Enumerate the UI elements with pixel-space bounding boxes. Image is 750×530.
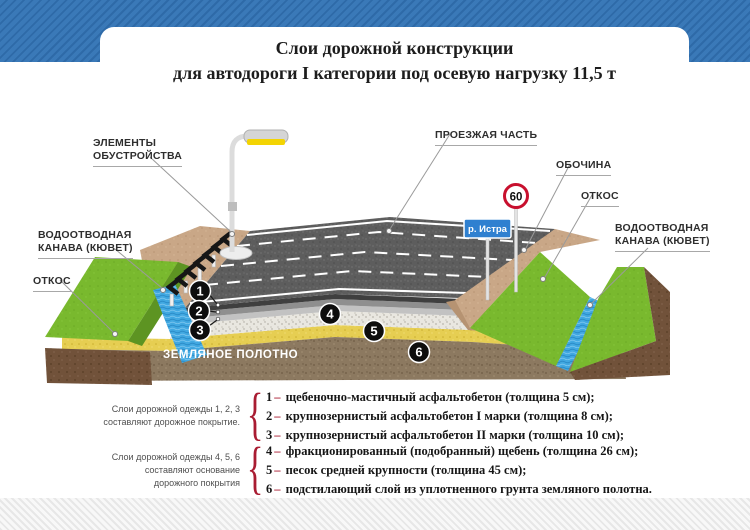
legend-caption-2: Слои дорожной одежды 4, 5, 6 составляют …	[111, 451, 240, 488]
legend-item: 2– крупнозернистый асфальтобетон I марки…	[266, 408, 613, 423]
lane-dashed-line-1	[204, 269, 490, 286]
speed-sign-pole	[514, 206, 518, 293]
badge-4-num: 4	[326, 307, 334, 322]
chevron-barrier	[165, 230, 234, 307]
chevron-marks	[165, 230, 234, 296]
left-soil-front	[45, 348, 152, 385]
speed-sign-face	[503, 183, 529, 209]
right-outer-soil	[570, 267, 670, 380]
label-slope-right: ОТКОС	[581, 177, 631, 207]
legend-item: 3– крупнозернистый асфальтобетон II марк…	[266, 427, 625, 442]
page-title-line2: для автодороги I категории под осевую на…	[173, 63, 616, 83]
leader-lines	[59, 133, 649, 333]
lamp-base	[219, 246, 253, 260]
right-outer-grass-slope	[570, 267, 656, 372]
badge-5	[362, 319, 386, 343]
lane-dashed-line-3	[236, 230, 538, 247]
label-ditch-right: ВОДООТВОДНАЯ КАНАВА (КЮВЕТ)	[615, 209, 729, 252]
marker-connectors	[207, 293, 221, 327]
page-title-line1: Слои дорожной конструкции	[275, 38, 514, 58]
label-slope-left: ОТКОС	[33, 262, 87, 292]
legend-brace-2: {	[246, 435, 264, 500]
layer-asphalt-2	[180, 299, 464, 319]
legend-items-2: 4– фракционированный (подобранный) щебен…	[266, 442, 652, 499]
speed-limit-sign: 60	[503, 183, 529, 293]
river-sign-text: р. Истра	[468, 224, 508, 235]
river-sign-pole	[485, 237, 490, 301]
left-grass-slope	[45, 257, 178, 341]
layer-asphalt-3	[177, 305, 466, 325]
left-ditch-water	[153, 284, 207, 363]
subgrade-label: ЗЕМЛЯНОЕ ПОЛОТНО	[163, 349, 298, 361]
lamp-collar	[228, 202, 237, 211]
river-sign-plate	[463, 218, 512, 239]
speed-sign-value: 60	[510, 192, 523, 204]
badge-1-num: 1	[196, 284, 203, 299]
layer-subgrade-soil	[60, 337, 626, 381]
label-roadway: ПРОЕЗЖАЯ ЧАСТЬ	[435, 116, 553, 146]
lane-edge-line-near	[189, 287, 468, 304]
right-shoulder	[455, 229, 600, 328]
layer-crushed-stone	[170, 311, 472, 339]
legend-items-1: 1– щебеночно-мастичный асфальтобетон (то…	[266, 388, 624, 445]
label-shoulder: ОБОЧИНА	[556, 146, 630, 176]
leader-dots	[112, 228, 593, 337]
layer-badges: 1 2 3 4 5 6	[187, 279, 431, 364]
badge-5-num: 5	[370, 324, 377, 339]
legend-caption-1: Слои дорожной одежды 1, 2, 3 составляют …	[103, 404, 240, 427]
label-ditch-left: ВОДООТВОДНАЯ КАНАВА (КЮВЕТ)	[38, 216, 152, 259]
badge-3	[188, 318, 212, 342]
footer-striped-band	[0, 498, 750, 530]
river-sign: р. Истра	[463, 218, 512, 301]
lane-dashed-line-2	[220, 250, 513, 267]
legend-brace-1: {	[246, 381, 264, 446]
legend-group-2: Слои дорожной одежды 4, 5, 6 составляют …	[92, 435, 652, 500]
badge-3-num: 3	[196, 323, 203, 338]
legend-item: 1– щебеночно-мастичный асфальтобетон (то…	[266, 389, 595, 404]
legend-item: 4– фракционированный (подобранный) щебен…	[266, 443, 639, 458]
legend-item: 6– подстилающий слой из уплотненного гру…	[266, 481, 652, 496]
right-inner-grass-slope	[470, 252, 590, 366]
badge-2-num: 2	[195, 304, 202, 319]
asphalt-roadway	[185, 217, 555, 308]
legend-group-1: Слои дорожной одежды 1, 2, 3 составляют …	[92, 381, 624, 446]
title-box: Слои дорожной конструкции для автодороги…	[100, 27, 689, 99]
right-ditch-water	[556, 297, 603, 371]
lamp-light	[247, 139, 285, 145]
badge-4	[318, 302, 342, 326]
label-elements: ЭЛЕМЕНТЫ ОБУСТРОЙСТВА	[93, 124, 205, 167]
layer-asphalt-1	[183, 294, 462, 313]
badge-6-num: 6	[415, 345, 422, 360]
road-cross-section-diagram: 60 р. Истра ЗЕМЛЯНОЕ ПОЛОТНО	[45, 129, 670, 385]
street-lamp	[219, 129, 289, 260]
badge-6	[407, 340, 431, 364]
legend-item: 5– песок средней крупности (толщина 45 с…	[266, 462, 527, 477]
